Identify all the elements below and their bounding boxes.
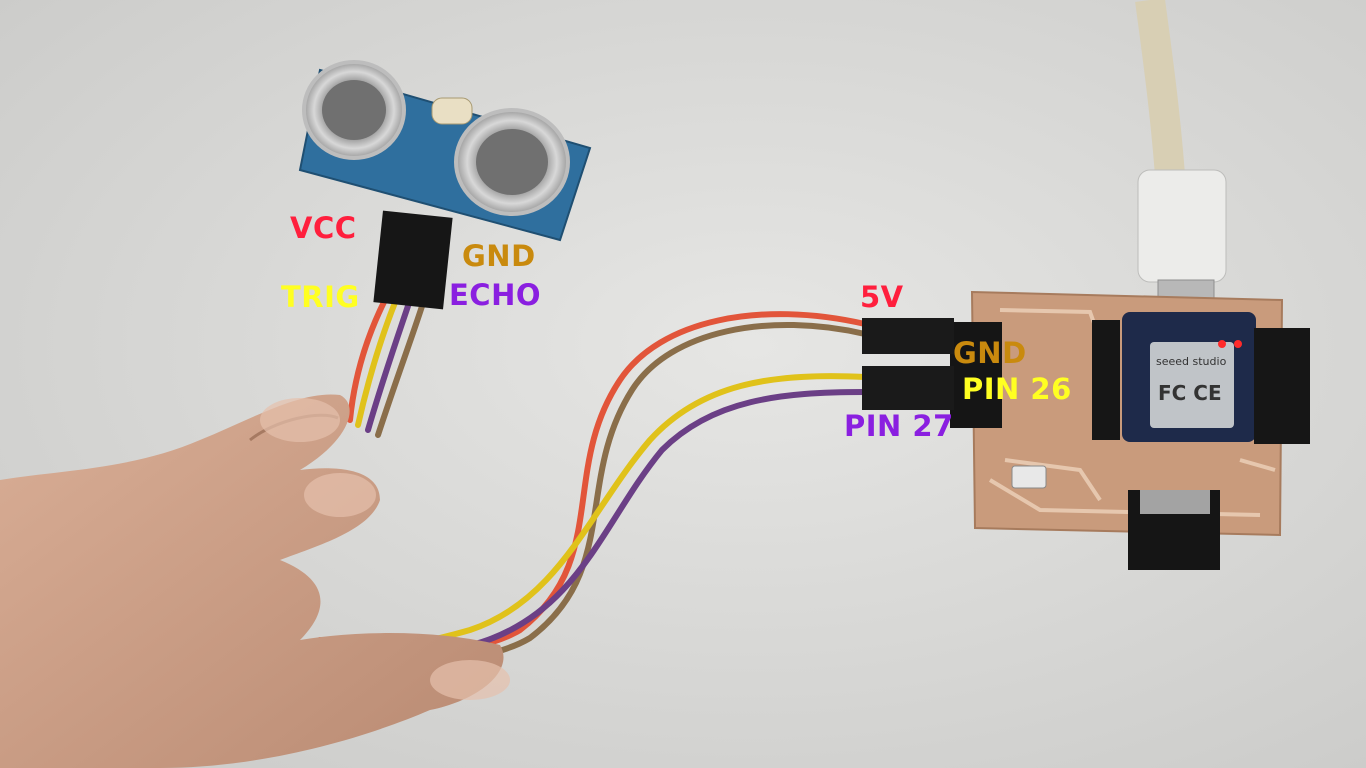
module-brand-text: seeed studio [1156, 355, 1227, 368]
label-sensor-vcc: VCC [290, 211, 357, 245]
label-board-pin27: PIN 27 [844, 409, 954, 443]
label-board-pin26: PIN 26 [962, 372, 1072, 406]
label-sensor-echo: ECHO [449, 278, 542, 312]
hand [0, 394, 510, 768]
label-sensor-gnd: GND [462, 239, 536, 273]
ultrasonic-sensor [298, 60, 592, 310]
label-board-gnd: GND [953, 336, 1027, 370]
label-board-5v: 5V [860, 280, 904, 314]
module-mark-text: FC CE [1158, 381, 1222, 405]
label-sensor-trig: TRIG [281, 280, 360, 314]
pcb-board: seeed studio FC CE [950, 290, 1310, 570]
